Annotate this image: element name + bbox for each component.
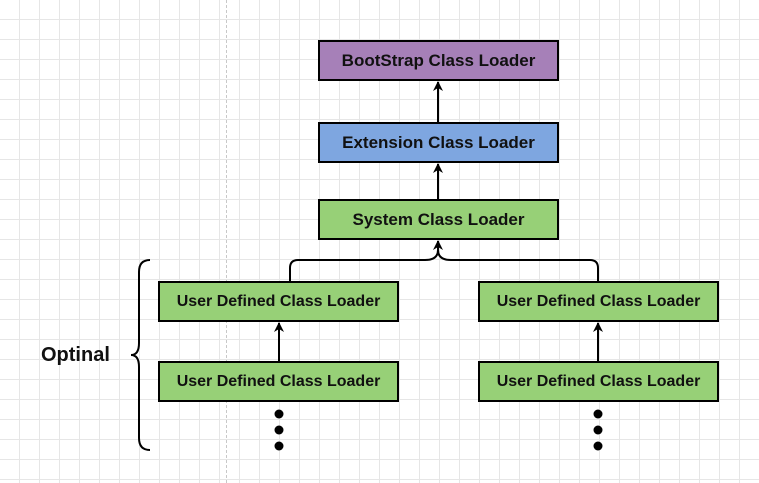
user-defined-class-loader-label: User Defined Class Loader (176, 372, 381, 390)
user-defined-class-loader-left-2: User Defined Class Loader (158, 361, 399, 402)
ellipsis-dots-right (593, 409, 603, 451)
extension-class-loader-node: Extension Class Loader (318, 122, 559, 163)
extension-class-loader-label: Extension Class Loader (342, 132, 535, 152)
user-defined-class-loader-label: User Defined Class Loader (176, 292, 381, 310)
user-defined-class-loader-left-1: User Defined Class Loader (158, 281, 399, 322)
bootstrap-class-loader-node: BootStrap Class Loader (318, 40, 559, 81)
page-guide-line (226, 0, 227, 483)
user-defined-class-loader-label: User Defined Class Loader (496, 372, 701, 390)
user-defined-class-loader-label: User Defined Class Loader (496, 292, 701, 310)
user-defined-class-loader-right-1: User Defined Class Loader (478, 281, 719, 322)
bootstrap-class-loader-label: BootStrap Class Loader (341, 50, 536, 70)
system-class-loader-node: System Class Loader (318, 199, 559, 240)
user-defined-class-loader-right-2: User Defined Class Loader (478, 361, 719, 402)
system-class-loader-label: System Class Loader (352, 209, 525, 229)
optional-curly-brace (130, 259, 151, 451)
ellipsis-dots-left (274, 409, 284, 451)
connector-user-right-to-system (437, 249, 599, 281)
optional-group-label: Optinal (41, 344, 110, 366)
connector-user-left-to-system (289, 249, 439, 281)
